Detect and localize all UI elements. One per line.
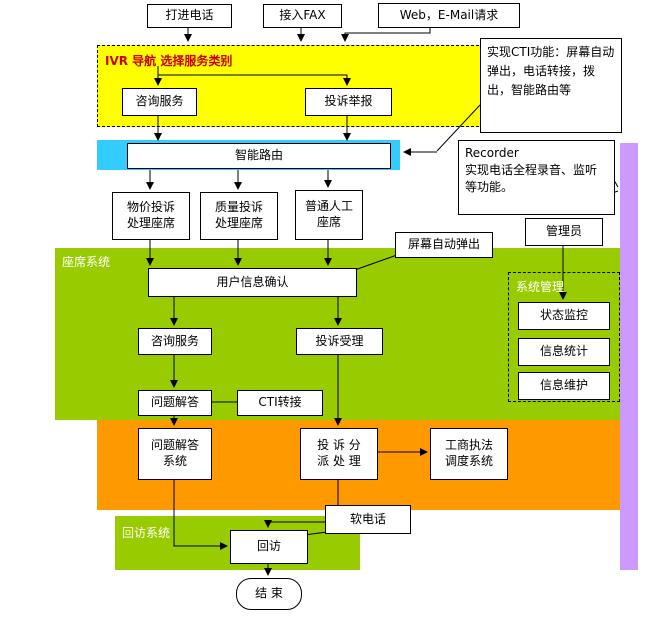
callback-region-label: 回访系统 <box>122 526 171 540</box>
node-callback: 回访 <box>230 530 308 564</box>
node-question-answer: 问题解答 <box>138 390 212 416</box>
agent-system-region-label: 座席系统 <box>62 255 111 269</box>
node-complaint-dispatch: 投 诉 分 派 处 理 <box>300 428 378 480</box>
node-web-email: Web，E-Mail请求 <box>378 3 520 28</box>
node-complaint-report: 投诉举报 <box>305 88 392 116</box>
node-info-stats: 信息统计 <box>518 338 610 366</box>
recorder-sidebar <box>620 143 638 570</box>
note-cti-functions: 实现CTI功能：屏幕自动弹出，电话转接，拨出，智能路由等 <box>480 38 622 133</box>
node-fax: 接入FAX <box>263 4 342 28</box>
node-incoming-call: 打进电话 <box>147 4 232 28</box>
note-screen-popup: 屏幕自动弹出 <box>395 232 493 258</box>
node-qa-system: 问题解答 系统 <box>138 428 212 480</box>
node-law-dispatch-system: 工商执法 调度系统 <box>430 428 508 480</box>
note-recorder: Recorder 实现电话全程录音、监听等功能。 <box>458 140 615 215</box>
node-admin: 管理员 <box>525 218 603 246</box>
node-quality-complaint-agent: 质量投诉 处理座席 <box>200 192 278 240</box>
system-mgmt-label: 系统管理 <box>516 280 565 294</box>
node-status-monitor: 状态监控 <box>518 302 610 330</box>
node-end: 结 束 <box>236 578 302 610</box>
ivr-region-title: IVR 导航 选择服务类别 <box>105 54 233 68</box>
note-cti-transfer: CTI转接 <box>237 390 323 416</box>
node-price-complaint-agent: 物价投诉 处理座席 <box>112 192 190 240</box>
node-normal-agent: 普通人工 座席 <box>295 190 363 240</box>
node-complaint-accept: 投诉受理 <box>296 328 383 355</box>
node-info-maintenance: 信息维护 <box>518 372 610 400</box>
node-consult-service-2: 咨询服务 <box>138 328 212 355</box>
system-mgmt-group <box>508 272 620 402</box>
note-softphone: 软电话 <box>325 505 411 534</box>
node-consult-service: 咨询服务 <box>122 88 197 116</box>
node-user-info-confirm: 用户信息确认 <box>148 268 357 297</box>
node-smart-routing: 智能路由 <box>127 143 391 169</box>
